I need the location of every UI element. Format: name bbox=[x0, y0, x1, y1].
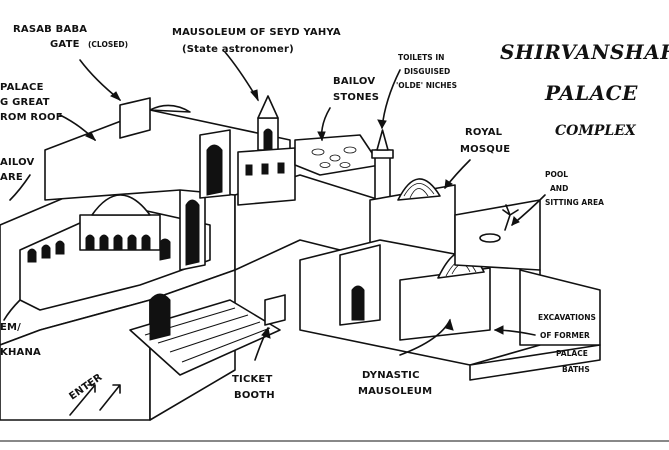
label-bailov-left-1: AILOV bbox=[0, 157, 35, 168]
courtyard-arcade bbox=[27, 240, 65, 263]
label-toilets-3: 'OLDE' NICHES bbox=[396, 81, 457, 90]
house-window-3 bbox=[277, 162, 285, 174]
label-dynastic-1: DYNASTIC bbox=[362, 370, 420, 381]
label-ticket-1: TICKET bbox=[232, 374, 272, 385]
upper-portal-opening bbox=[206, 144, 223, 196]
front-gate bbox=[149, 293, 171, 341]
label-palace-1: PALACE bbox=[0, 82, 44, 93]
arrowhead-8 bbox=[493, 325, 504, 335]
labels: RASAB BABA GATE (CLOSED) MAUSOLEUM OF SE… bbox=[0, 24, 604, 401]
wall-window bbox=[159, 238, 171, 261]
title-block: SHIRVANSHAHS PALACE COMPLEX bbox=[500, 40, 669, 139]
arrowhead-6 bbox=[444, 179, 453, 189]
label-seyd-1: MAUSOLEUM OF SEYD YAHYA bbox=[172, 27, 341, 38]
arrowhead-9 bbox=[445, 318, 454, 331]
arrowhead-7 bbox=[511, 216, 520, 226]
leader-toilets bbox=[381, 69, 401, 129]
label-toilets-1: TOILETS IN bbox=[398, 53, 444, 62]
arrowhead-2 bbox=[85, 131, 97, 142]
leader-bailov-left bbox=[9, 174, 31, 201]
dynastic-mausoleum bbox=[399, 267, 491, 341]
label-rasab-gate-1: RASAB BABA bbox=[13, 24, 87, 35]
label-harem-2: KHANA bbox=[0, 347, 41, 358]
royal-mosque-dome bbox=[397, 178, 441, 201]
pool bbox=[479, 233, 501, 243]
label-seyd-2: (State astronomer) bbox=[182, 44, 294, 55]
arrowhead-10 bbox=[261, 326, 271, 339]
label-excavations-3: PALACE bbox=[556, 349, 588, 358]
label-palace-3: ROM ROOF bbox=[0, 112, 63, 123]
label-bailov-left-2: ARE bbox=[0, 172, 23, 183]
palm-tree bbox=[502, 204, 519, 231]
label-harem-1: EM/ bbox=[0, 322, 21, 333]
label-excavations-2: OF FORMER bbox=[540, 331, 590, 340]
ticket-booth bbox=[264, 294, 286, 326]
house-window-1 bbox=[245, 164, 253, 176]
title-line-3: COMPLEX bbox=[555, 123, 637, 139]
label-rasab-gate-2: GATE bbox=[50, 39, 80, 50]
lower-tower bbox=[339, 244, 381, 326]
arrowhead-1 bbox=[110, 91, 122, 102]
label-rasab-gate-closed: (CLOSED) bbox=[88, 40, 128, 49]
label-bailov-stones-2: STONES bbox=[333, 92, 379, 103]
rasab-gate-tower bbox=[119, 97, 151, 139]
label-excavations-1: EXCAVATIONS bbox=[538, 313, 596, 322]
arrowhead-5 bbox=[377, 119, 387, 130]
title-line-1: SHIRVANSHAHS bbox=[500, 40, 669, 64]
label-excavations-4: BATHS bbox=[562, 365, 590, 374]
label-palace-2: G GREAT bbox=[0, 97, 50, 108]
buildings-drawing bbox=[0, 95, 601, 421]
excavations-wall bbox=[469, 344, 601, 381]
arrowhead-3 bbox=[250, 89, 259, 102]
label-toilets-2: DISGUISED bbox=[404, 67, 450, 76]
upper-palace-dome bbox=[149, 104, 191, 113]
label-royal-mosque-1: ROYAL bbox=[465, 127, 503, 138]
bailov-stones bbox=[311, 146, 357, 168]
leader-harem bbox=[3, 299, 21, 321]
house-window-2 bbox=[261, 163, 269, 175]
dome-hall-dome bbox=[91, 194, 151, 216]
dome-hall-arches bbox=[85, 234, 151, 251]
enter-arrow-2 bbox=[99, 384, 121, 411]
mosque-dome-shading bbox=[403, 183, 435, 199]
arrowhead-4 bbox=[317, 131, 326, 142]
seyd-mausoleum-cone bbox=[257, 95, 279, 119]
title-line-2: PALACE bbox=[544, 81, 638, 105]
label-pool-2: AND bbox=[550, 184, 568, 193]
minaret-cap bbox=[376, 129, 389, 151]
courtyard-house bbox=[237, 147, 296, 206]
minaret-balcony bbox=[371, 149, 394, 159]
label-pool-1: POOL bbox=[545, 170, 568, 179]
label-royal-mosque-2: MOSQUE bbox=[460, 144, 510, 155]
portal-opening bbox=[185, 199, 200, 266]
seyd-mausoleum-door bbox=[263, 128, 273, 151]
arrowheads bbox=[85, 89, 520, 339]
lower-tower-door bbox=[351, 285, 365, 321]
enter-arrow bbox=[69, 384, 96, 416]
label-pool-3: SITTING AREA bbox=[545, 198, 604, 207]
label-dynastic-2: MAUSOLEUM bbox=[358, 386, 432, 397]
label-ticket-2: BOOTH bbox=[234, 390, 275, 401]
label-bailov-stones-1: BAILOV bbox=[333, 76, 375, 87]
